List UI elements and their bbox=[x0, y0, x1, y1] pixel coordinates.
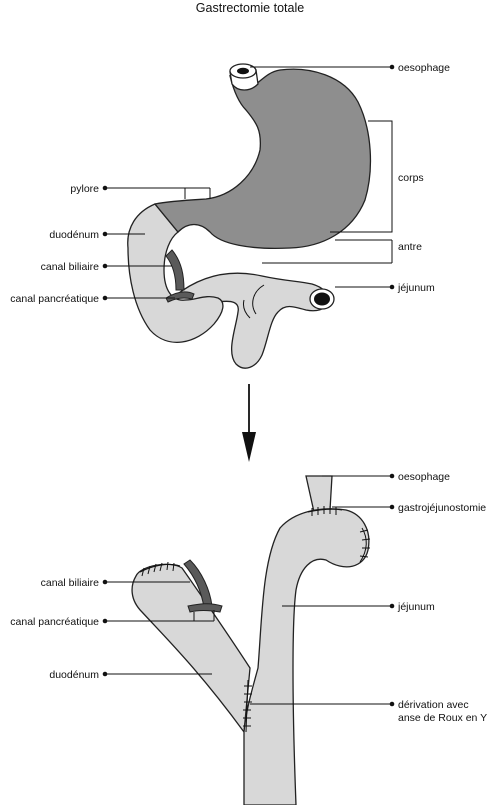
label-antre: antre bbox=[398, 241, 422, 253]
stomach bbox=[153, 68, 372, 250]
arrow-down bbox=[242, 384, 256, 462]
label-corps: corps bbox=[398, 172, 424, 184]
jejunum-lumen bbox=[314, 292, 330, 306]
label-pylore: pylore bbox=[70, 183, 99, 195]
jejunum-fold-lines bbox=[243, 284, 265, 319]
label-jejunum-after: jéjunum bbox=[397, 601, 435, 613]
label-derivation-line2: anse de Roux en Y bbox=[398, 712, 487, 724]
jejunum-after bbox=[243, 508, 370, 805]
label-canal-biliaire-after: canal biliaire bbox=[41, 577, 100, 589]
label-duodenum-before: duodénum bbox=[49, 229, 99, 241]
label-canal-pancreatique-after: canal pancréatique bbox=[10, 616, 99, 628]
label-canal-pancreatique-before: canal pancréatique bbox=[10, 293, 99, 305]
leaders-after bbox=[102, 473, 395, 707]
label-oesophage-before: oesophage bbox=[398, 62, 450, 74]
pancreatic-duct-before bbox=[165, 291, 195, 303]
label-derivation-line1: dérivation avec bbox=[398, 699, 469, 711]
label-gastrojejunostomie: gastrojéjunostomie bbox=[398, 502, 486, 514]
label-oesophage-after: oesophage bbox=[398, 471, 450, 483]
label-canal-biliaire-before: canal biliaire bbox=[41, 261, 100, 273]
leaders-before bbox=[102, 64, 395, 301]
oesophagus-opening bbox=[237, 67, 249, 75]
oesophagus-after bbox=[305, 475, 333, 513]
sutures bbox=[139, 506, 371, 733]
duodenum-before bbox=[127, 203, 224, 343]
bile-duct-before bbox=[165, 249, 185, 291]
duodenum-after bbox=[131, 563, 251, 734]
label-duodenum-after: duodénum bbox=[49, 669, 99, 681]
diagram-title: Gastrectomie totale bbox=[196, 1, 304, 15]
label-jejunum-before: jéjunum bbox=[397, 282, 435, 294]
pancreatic-duct-after bbox=[187, 603, 223, 613]
